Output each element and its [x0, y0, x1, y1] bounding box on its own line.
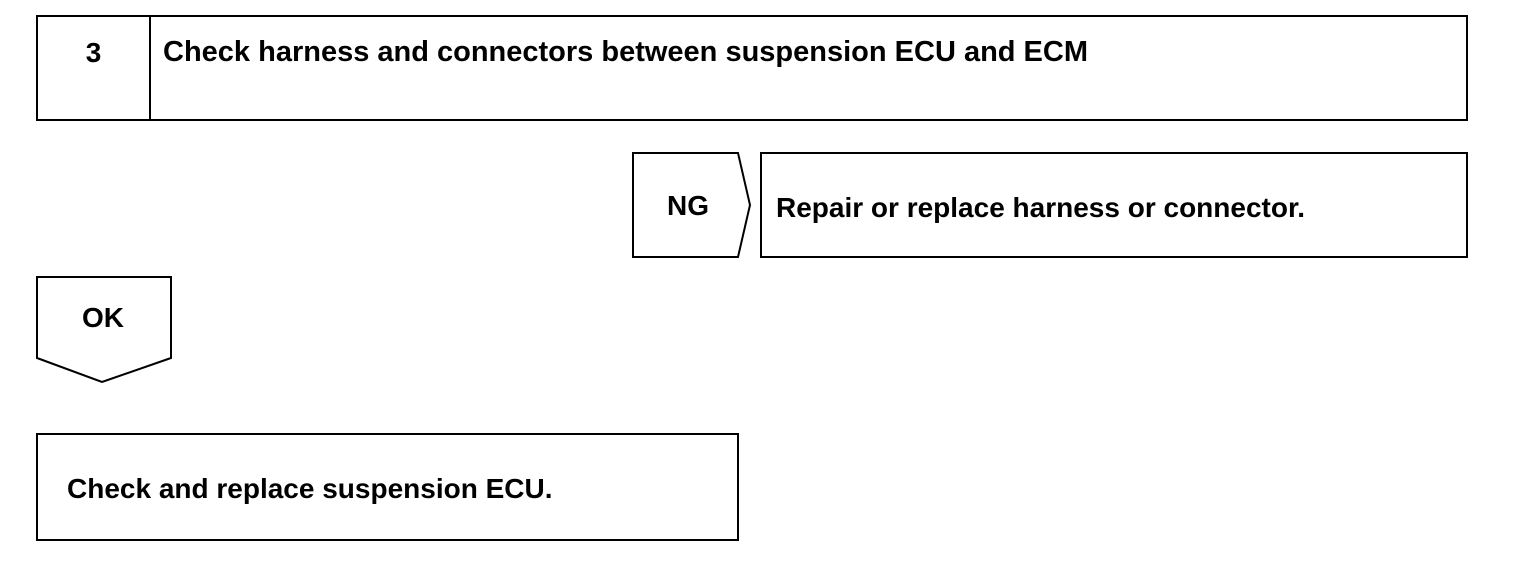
ng-branch-tag: NG — [632, 152, 752, 258]
step-number-cell: 3 — [38, 17, 151, 119]
ok-action-text: Check and replace suspension ECU. — [67, 473, 553, 504]
ng-arrow-shape — [632, 152, 752, 258]
step-title: Check harness and connectors between sus… — [163, 36, 1088, 68]
ok-action-box: Check and replace suspension ECU. — [36, 433, 739, 541]
ng-action-text: Repair or replace harness or connector. — [776, 192, 1306, 223]
ng-action-box: Repair or replace harness or connector. — [760, 152, 1468, 258]
ok-branch-tag: OK — [36, 276, 173, 384]
ok-arrow-shape — [36, 276, 172, 384]
ok-label: OK — [82, 302, 124, 333]
step-box: 3 Check harness and connectors between s… — [36, 15, 1468, 121]
step-number: 3 — [85, 37, 102, 68]
ng-label: NG — [667, 190, 709, 221]
